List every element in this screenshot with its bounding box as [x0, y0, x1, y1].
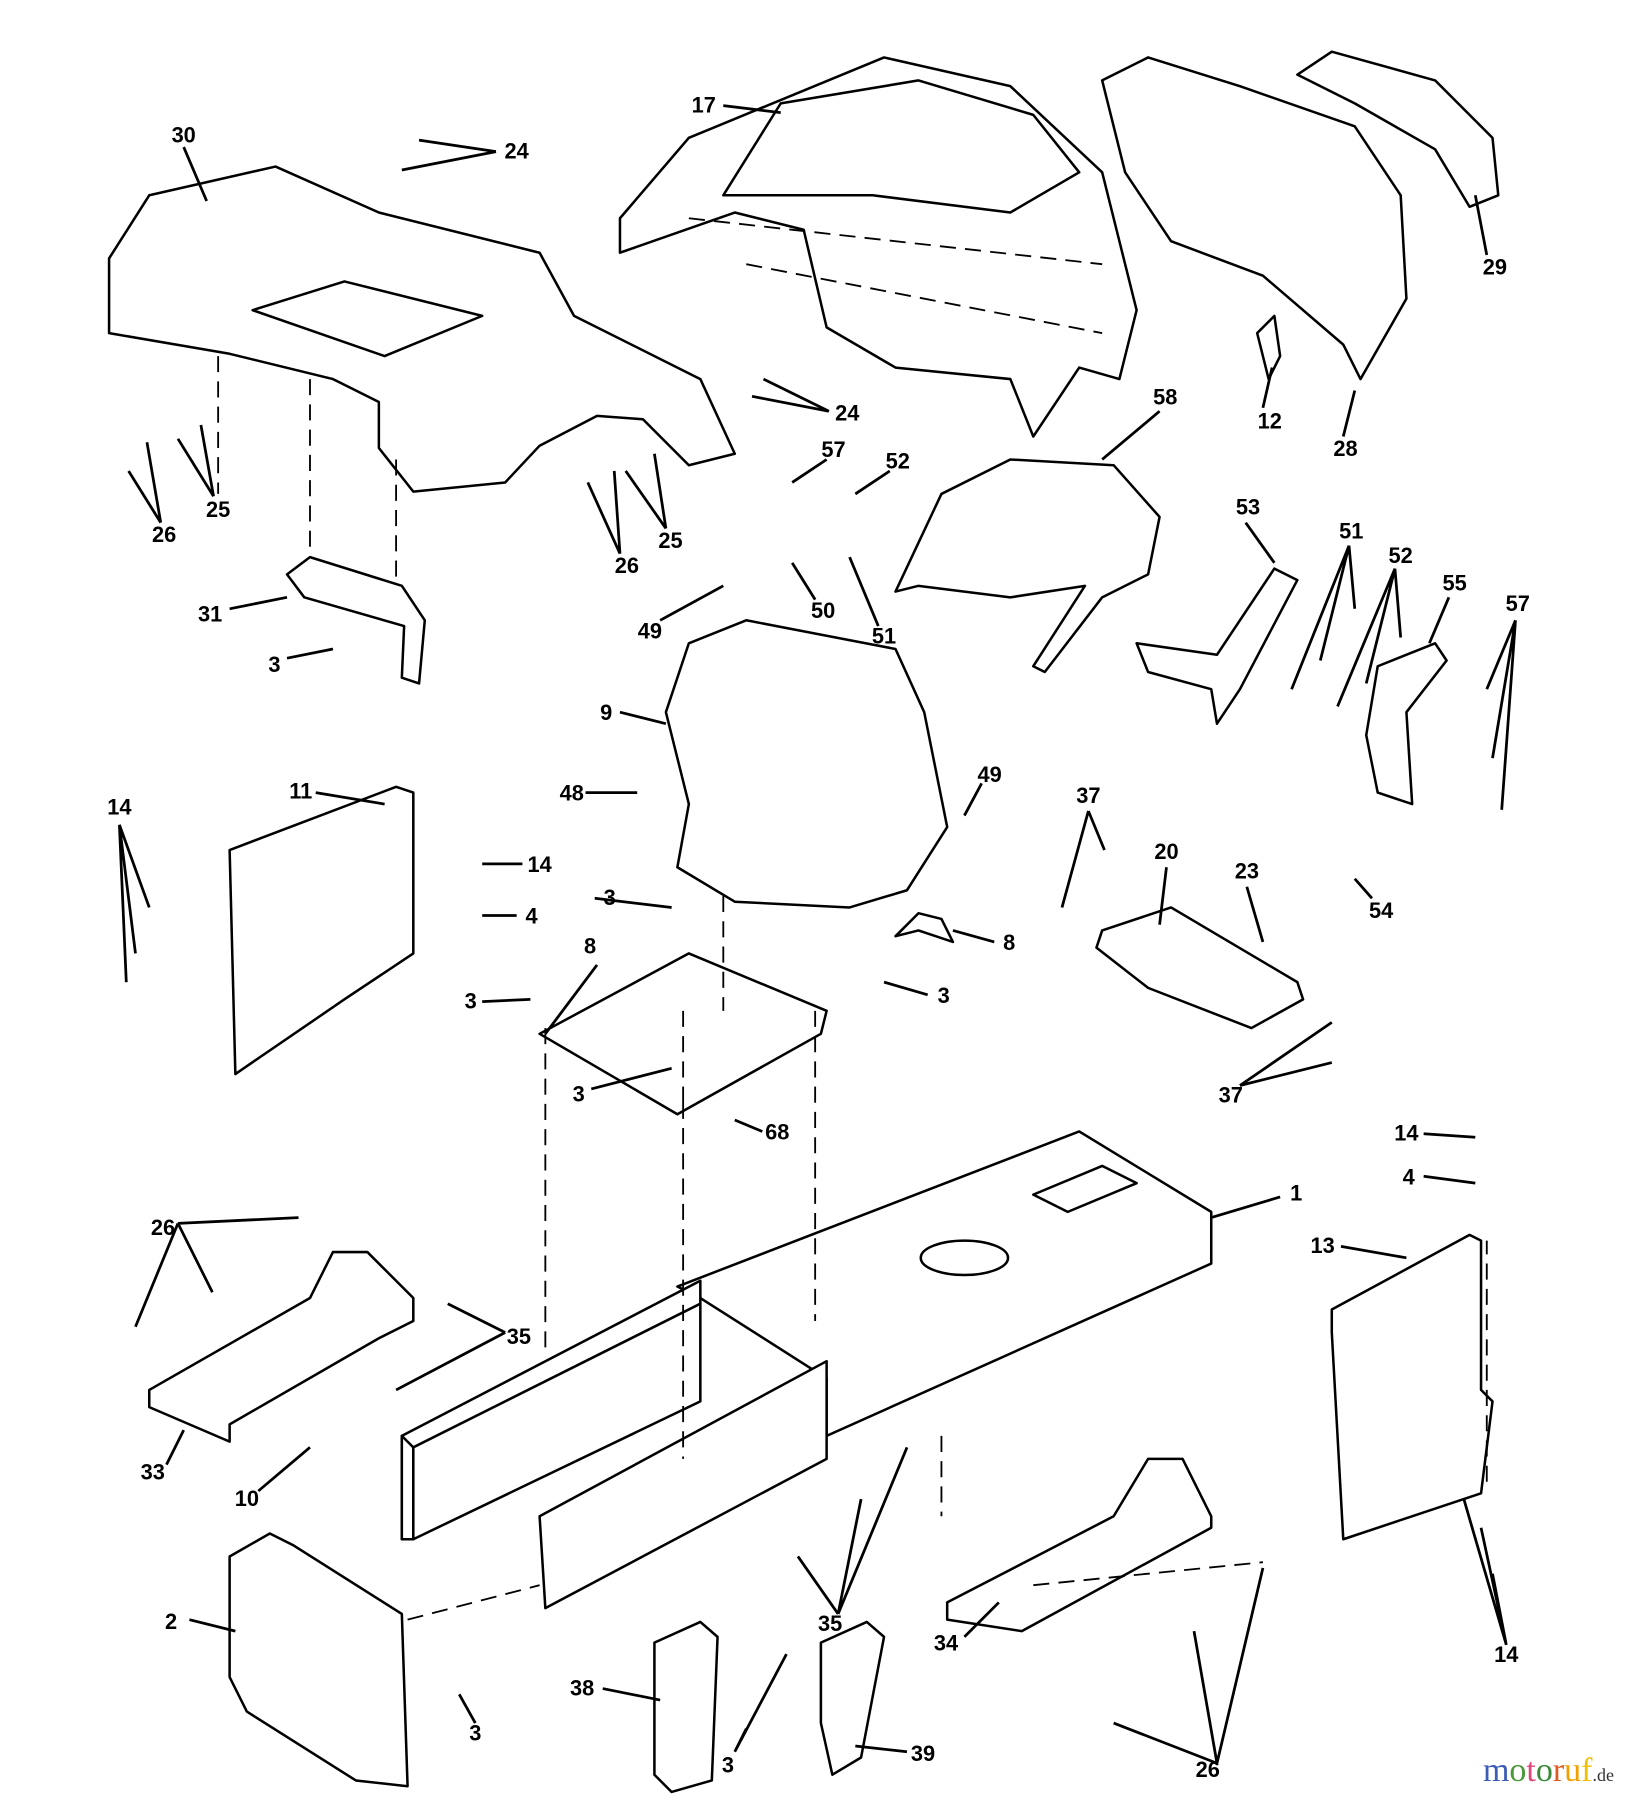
watermark-logo: motoruf.de — [1482, 1752, 1614, 1789]
callout: 35 — [507, 1324, 531, 1349]
clip-part — [894, 911, 955, 944]
callout: 9 — [600, 700, 612, 725]
side-panel-11-part — [228, 785, 415, 1076]
callout: 28 — [1333, 436, 1357, 461]
callout: 34 — [934, 1631, 958, 1656]
callout: 24 — [505, 139, 529, 164]
callout: 29 — [1483, 255, 1507, 280]
callout: 52 — [886, 449, 910, 474]
callout: 4 — [1403, 1164, 1415, 1189]
callouts: 30 24 17 29 24 25 26 25 26 57 52 58 12 2… — [107, 93, 1530, 1782]
callout: 38 — [570, 1675, 594, 1700]
callout: 20 — [1154, 839, 1178, 864]
callout: 37 — [1076, 783, 1100, 808]
hood-part — [618, 56, 1138, 438]
callout: 51 — [872, 623, 896, 648]
side-panel-13-part — [1330, 1233, 1494, 1541]
callout: 55 — [1443, 570, 1467, 595]
callout: 12 — [1258, 408, 1282, 433]
callout: 3 — [573, 1082, 585, 1107]
callout: 49 — [978, 762, 1002, 787]
plate-20-part — [1095, 906, 1305, 1030]
callout: 25 — [658, 528, 682, 553]
bracket-31-part — [285, 555, 427, 685]
callout: 33 — [141, 1460, 165, 1485]
footrest-34-part — [945, 1457, 1213, 1633]
bracket-39-part — [819, 1620, 886, 1776]
leader-lines — [118, 104, 1517, 1765]
callout: 1 — [1290, 1180, 1302, 1205]
callout: 52 — [1389, 543, 1413, 568]
callout: 31 — [198, 601, 222, 626]
callout: 48 — [560, 781, 584, 806]
callout: 53 — [1236, 495, 1260, 520]
dash-panel-part — [664, 619, 949, 909]
footrest-33-part — [147, 1250, 415, 1443]
callout: 35 — [818, 1611, 842, 1636]
callout: 2 — [165, 1609, 177, 1634]
bracket-2-part — [228, 1532, 409, 1788]
callout: 14 — [1494, 1642, 1518, 1667]
callout: 3 — [469, 1720, 481, 1745]
callout: 3 — [268, 652, 280, 677]
callout: 30 — [172, 122, 196, 147]
callout: 3 — [465, 989, 477, 1014]
callout: 26 — [615, 553, 639, 578]
callout: 3 — [938, 983, 950, 1008]
callout: 14 — [107, 794, 131, 819]
callout: 3 — [722, 1752, 734, 1777]
callout: 24 — [835, 400, 859, 425]
frame-part — [400, 1130, 1213, 1610]
alignment-lines — [407, 895, 1488, 1621]
rear-fender-part — [107, 165, 737, 598]
callout: 49 — [638, 619, 662, 644]
callout: 3 — [604, 885, 616, 910]
shield-part — [894, 458, 1161, 674]
callout: 39 — [911, 1741, 935, 1766]
callout: 54 — [1369, 898, 1393, 923]
callout: 57 — [821, 437, 845, 462]
callout: 58 — [1153, 384, 1177, 409]
bracket-55-part — [1364, 642, 1448, 806]
callout: 13 — [1310, 1233, 1334, 1258]
callout: 68 — [765, 1119, 789, 1144]
callout: 14 — [1394, 1121, 1418, 1146]
callout: 8 — [1003, 930, 1015, 955]
callout: 23 — [1235, 859, 1259, 884]
floor-plate-part — [538, 952, 828, 1116]
callout: 26 — [151, 1215, 175, 1240]
callout: 57 — [1506, 591, 1530, 616]
callout: 25 — [206, 497, 230, 522]
grille-part — [1100, 50, 1500, 381]
callout: 50 — [811, 598, 835, 623]
callout: 17 — [692, 93, 716, 118]
callout: 37 — [1219, 1083, 1243, 1108]
callout: 26 — [152, 522, 176, 547]
callout: 51 — [1339, 519, 1363, 544]
callout: 14 — [527, 852, 551, 877]
callout: 10 — [235, 1486, 259, 1511]
callout: 8 — [584, 933, 596, 958]
bracket-38-part — [653, 1620, 719, 1794]
bracket-53-part — [1135, 567, 1299, 725]
callout: 11 — [289, 778, 312, 803]
callout: 4 — [526, 904, 538, 929]
